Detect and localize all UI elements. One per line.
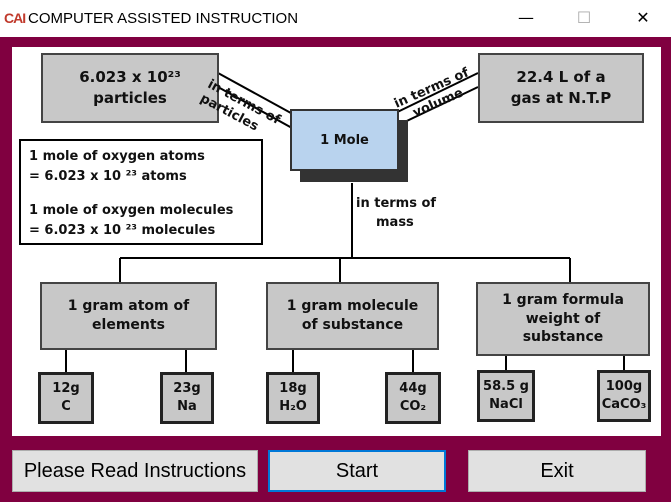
item-water: 18g H₂O [266,372,320,424]
app-icon: CAI [4,10,26,26]
category-gram-molecule: 1 gram molecule of substance [266,282,439,350]
particles-box: 6.023 x 10²³ particles [41,53,219,123]
item-carbon: 12g C [38,372,94,424]
category-gram-atom: 1 gram atom of elements [40,282,217,350]
volume-box: 22.4 L of a gas at N.T.P [478,53,644,123]
exit-button[interactable]: Exit [468,450,646,492]
label-mass-line2: mass [376,215,414,230]
window-title: COMPUTER ASSISTED INSTRUCTION [28,10,299,27]
minimize-icon[interactable]: — [518,8,534,27]
read-instructions-button[interactable]: Please Read Instructions [12,450,258,492]
item-calcium-carbonate: 100g CaCO₃ [597,370,651,422]
maximize-icon[interactable]: ☐ [576,8,592,27]
label-mass-line1: in terms of [356,196,437,211]
close-icon[interactable]: ✕ [636,8,650,27]
category-gram-formula: 1 gram formula weight of substance [476,282,650,356]
title-bar: CAI COMPUTER ASSISTED INSTRUCTION — ☐ ✕ [0,0,671,37]
item-carbon-dioxide: 44g CO₂ [385,372,441,424]
item-sodium: 23g Na [160,372,214,424]
start-button[interactable]: Start [268,450,446,492]
info-line: = 6.023 x 10 ²³ molecules [29,223,216,239]
info-line: = 6.023 x 10 ²³ atoms [29,169,187,185]
info-line: 1 mole of oxygen molecules [29,203,234,219]
info-line: 1 mole of oxygen atoms [29,149,205,164]
center-mole-box: 1 Mole [290,109,399,171]
oxygen-info-box: 1 mole of oxygen atoms = 6.023 x 10 ²³ a… [19,139,263,245]
item-sodium-chloride: 58.5 g NaCl [477,370,535,422]
